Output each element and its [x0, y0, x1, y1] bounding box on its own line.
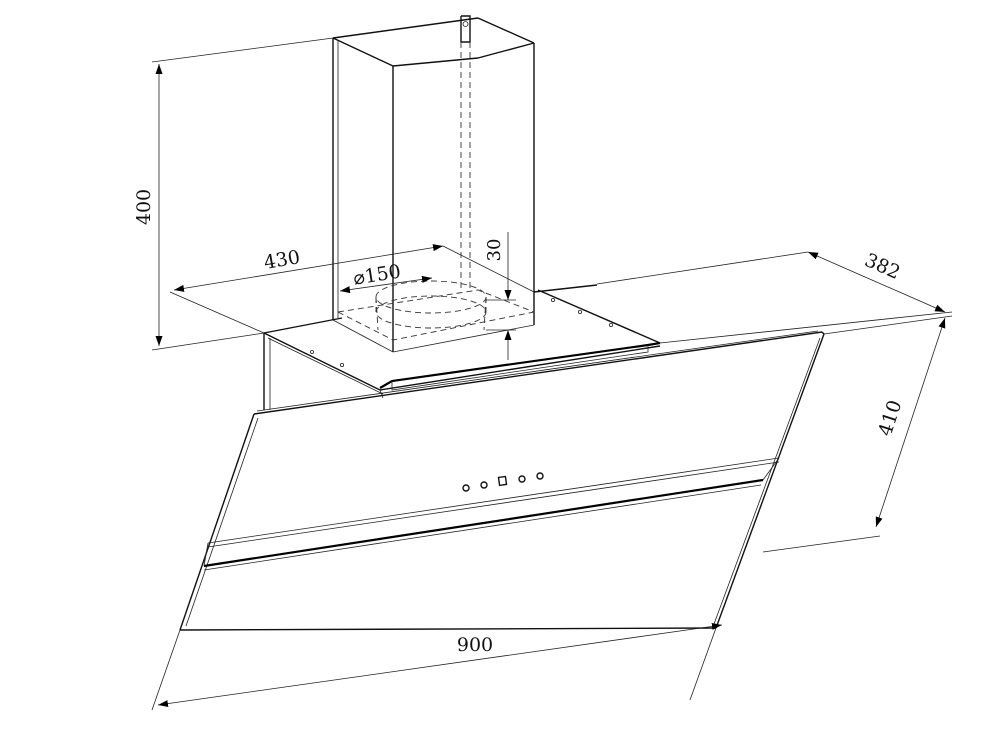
dimension-chimney-height: 400: [133, 37, 334, 351]
control-display-icon: [497, 475, 508, 487]
dimension-label-400: 400: [133, 189, 155, 225]
control-panel: [462, 472, 544, 492]
dimension-label-410: 410: [874, 398, 906, 439]
chimney: [332, 15, 535, 353]
dimension-duct-offset: 30: [484, 232, 516, 360]
control-button-icon[interactable]: [462, 484, 470, 492]
dimension-label-382: 382: [861, 249, 903, 284]
dimension-duct-diameter: ⌀150: [339, 260, 433, 294]
hidden-duct: [337, 42, 535, 341]
glass-panel: [179, 330, 825, 631]
control-button-icon[interactable]: [518, 475, 526, 483]
dimension-hood-depth: 382: [596, 249, 953, 344]
dimension-chimney-depth: 430: [169, 244, 535, 334]
dimension-label-900: 900: [457, 634, 493, 656]
control-button-icon[interactable]: [480, 481, 488, 489]
hood-body: [263, 284, 661, 410]
dimension-glass-height: 410: [762, 315, 953, 553]
dimension-label-30: 30: [484, 239, 505, 262]
dimension-hood-width: 900: [151, 622, 723, 711]
control-button-icon[interactable]: [536, 472, 544, 480]
bracket-screw-icon: [462, 21, 469, 27]
